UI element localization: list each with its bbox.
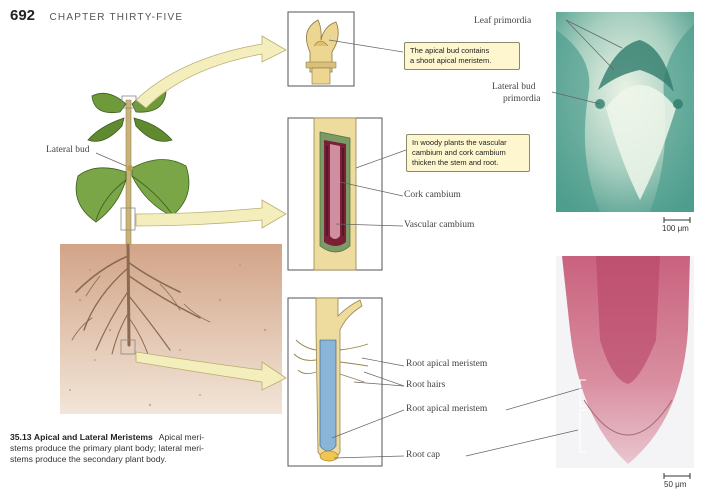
apical-callout-line-1: The apical bud contains [410,46,490,55]
lateral-bud-primordia-label-1: Lateral bud [492,82,536,92]
soil-region [60,244,282,414]
arrow-to-stem-section [135,199,287,229]
arrow-to-root-tip [135,351,287,391]
root-apical-meristem-label-top: Root apical meristem [406,359,488,369]
lateral-bud-marker [127,165,133,171]
woody-callout-line-2: cambium and cork cambium [412,148,506,157]
root-tip-panel [287,297,383,467]
shoot-apex-micrograph [556,12,694,212]
plant-stem [125,99,132,245]
caption-text-1: Apical meri- [158,432,205,442]
caption-line-1: 35.13 Apical and Lateral Meristems Apica… [10,432,268,443]
vascular-cambium-label: Vascular cambium [404,220,475,230]
root-tip-marker [120,339,136,355]
root-apical-meristem-label-mid: Root apical meristem [406,404,488,414]
lateral-bud-primordia-label-2: primordia [503,94,541,104]
woody-plants-callout: In woody plants the vascular cambium and… [406,134,530,172]
figure-number: 35.13 [10,432,32,442]
page-header: 692 CHAPTER THIRTY-FIVE [10,7,183,25]
apical-bud-panel [287,11,355,87]
cork-cambium-label: Cork cambium [404,190,461,200]
leaf-primordia-label: Leaf primordia [474,16,532,26]
page-number: 692 [10,7,36,24]
scale-bar-lines [663,217,691,479]
leader-lines [95,19,623,459]
woody-callout-line-1: In woody plants the vascular [412,138,507,147]
caption-text-2: stems produce the primary plant body; la… [10,443,204,453]
apical-bud-marker [121,95,137,109]
chapter-title: CHAPTER THIRTY-FIVE [49,12,184,23]
root-cap-label: Root cap [406,450,441,460]
scale-bar-top-label: 100 μm [662,224,689,233]
caption-text-3: stems produce the secondary plant body. [10,454,167,464]
root-tip-micrograph [556,256,694,468]
figure-title: Apical and Lateral Meristems [33,432,153,442]
lateral-bud-label: Lateral bud [46,145,90,155]
woody-callout-line-3: thicken the stem and root. [412,158,499,167]
apical-bud-callout: The apical bud contains a shoot apical m… [404,42,520,70]
micrograph-brackets [579,379,586,453]
scale-bar-bottom-label: 50 μm [664,480,687,489]
stem-section-marker [120,207,136,231]
root-hairs-label: Root hairs [406,380,446,390]
apical-callout-line-2: a shoot apical meristem. [410,56,492,65]
arrow-to-apical-bud [135,35,287,109]
figure-caption: 35.13 Apical and Lateral Meristems Apica… [10,432,268,465]
woody-stem-panel [287,117,383,271]
plant-leaves [75,90,190,223]
